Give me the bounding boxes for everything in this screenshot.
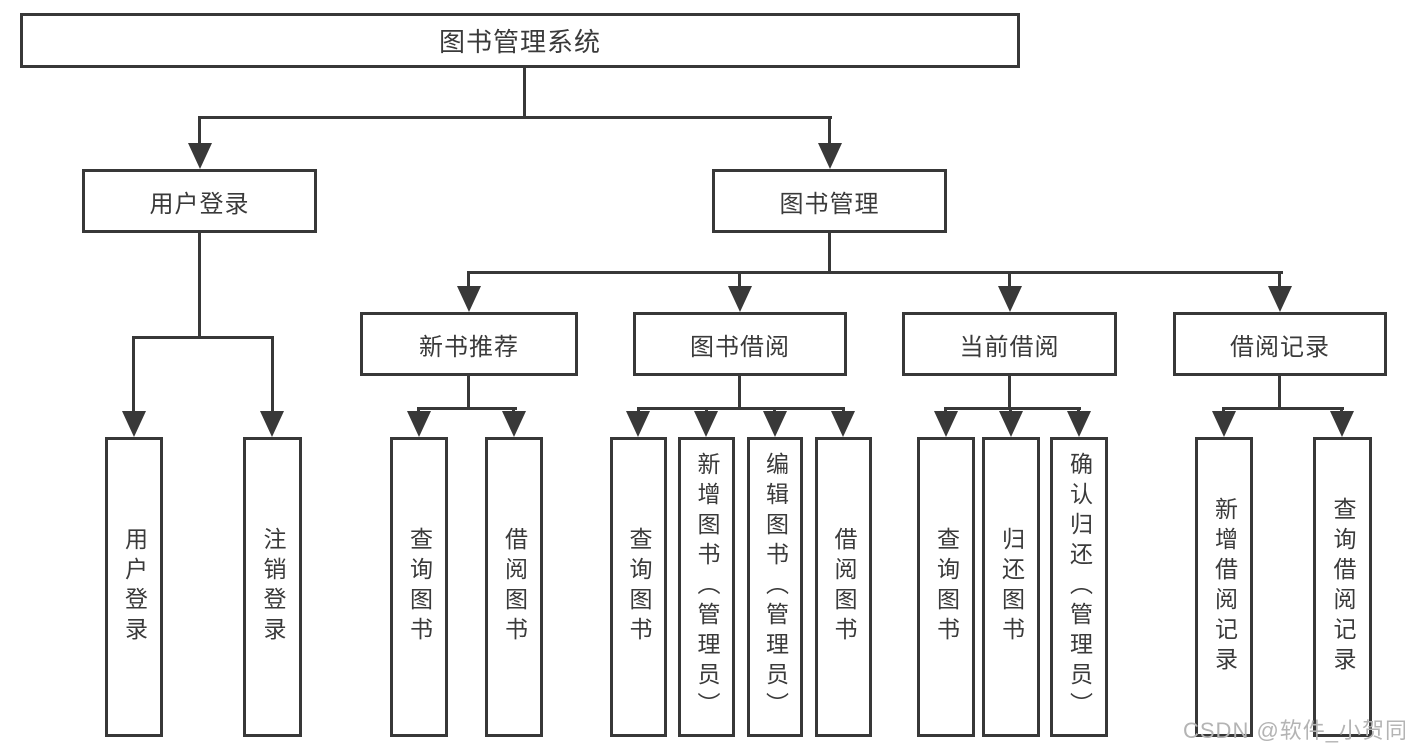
node-label: 当前借阅: [959, 333, 1060, 361]
connector-line: [1278, 271, 1281, 292]
connector-line: [828, 116, 831, 149]
node-label: 归还图书: [998, 527, 1025, 647]
arrow-down-icon: [763, 411, 787, 437]
connector-line: [1008, 374, 1011, 410]
connector-line: [637, 407, 845, 410]
leaf-query-books-2: 查询图书: [610, 437, 667, 737]
connector-line: [271, 336, 274, 414]
node-label: 新增借阅记录: [1211, 497, 1238, 677]
arrow-down-icon: [122, 411, 146, 437]
connector-line: [1008, 271, 1011, 292]
connector-line: [944, 407, 1081, 410]
leaf-return-book: 归还图书: [982, 437, 1040, 737]
arrow-down-icon: [457, 286, 481, 312]
node-new-book-recommend: 新书推荐: [360, 312, 578, 376]
connector-line: [467, 374, 470, 410]
node-label: 查询图书: [933, 527, 960, 647]
leaf-query-books-3: 查询图书: [917, 437, 975, 737]
connector-line: [1222, 407, 1344, 410]
leaf-confirm-return-admin: 确认归还（管理员）: [1050, 437, 1108, 737]
leaf-query-books-1: 查询图书: [390, 437, 448, 737]
leaf-add-borrow-record: 新增借阅记录: [1195, 437, 1253, 737]
connector-line: [738, 271, 741, 292]
arrow-down-icon: [260, 411, 284, 437]
arrow-down-icon: [626, 411, 650, 437]
arrow-down-icon: [1067, 411, 1091, 437]
node-label: 图书借阅: [690, 333, 790, 361]
connector-line: [467, 271, 1283, 274]
connector-line: [523, 66, 526, 119]
arrow-down-icon: [502, 411, 526, 437]
arrow-down-icon: [1212, 411, 1236, 437]
node-user-login: 用户登录: [82, 169, 317, 233]
arrow-down-icon: [998, 286, 1022, 312]
arrow-down-icon: [831, 411, 855, 437]
connector-line: [198, 116, 832, 119]
arrow-down-icon: [818, 143, 842, 169]
node-current-borrow: 当前借阅: [902, 312, 1117, 376]
connector-line: [198, 116, 201, 149]
node-label: 编辑图书（管理员）: [762, 452, 789, 722]
connector-line: [198, 231, 201, 338]
node-label: 查询图书: [406, 527, 433, 647]
csdn-watermark: CSDN @软件_小贺同学: [1183, 718, 1405, 743]
node-label: 新增图书（管理员）: [694, 452, 720, 722]
connector-line: [132, 336, 274, 339]
node-label: 借阅图书: [831, 527, 857, 647]
node-root-system: 图书管理系统: [20, 13, 1020, 68]
arrow-down-icon: [728, 286, 752, 312]
arrow-down-icon: [407, 411, 431, 437]
leaf-add-book-admin: 新增图书（管理员）: [678, 437, 735, 737]
leaf-user-login: 用户登录: [105, 437, 163, 737]
leaf-query-borrow-record: 查询借阅记录: [1313, 437, 1372, 737]
leaf-borrow-books-2: 借阅图书: [815, 437, 872, 737]
arrow-down-icon: [1330, 411, 1354, 437]
node-label: 借阅图书: [501, 527, 528, 647]
connector-line: [467, 271, 470, 292]
connector-line: [738, 374, 741, 410]
node-label: 新书推荐: [419, 333, 519, 361]
leaf-edit-book-admin: 编辑图书（管理员）: [747, 437, 803, 737]
connector-line: [132, 336, 135, 414]
leaf-borrow-books-1: 借阅图书: [485, 437, 543, 737]
node-label: 图书管理: [779, 190, 880, 218]
arrow-down-icon: [188, 143, 212, 169]
connector-line: [828, 231, 831, 274]
node-label: 用户登录: [149, 190, 250, 218]
arrow-down-icon: [694, 411, 718, 437]
connector-line: [417, 407, 517, 410]
arrow-down-icon: [934, 411, 958, 437]
node-label: 用户登录: [121, 527, 148, 647]
node-book-borrow: 图书借阅: [633, 312, 847, 376]
node-borrow-records: 借阅记录: [1173, 312, 1387, 376]
arrow-down-icon: [999, 411, 1023, 437]
connector-line: [1278, 374, 1281, 410]
node-book-management: 图书管理: [712, 169, 947, 233]
node-label: 借阅记录: [1230, 333, 1330, 361]
arrow-down-icon: [1268, 286, 1292, 312]
node-label: 查询图书: [626, 527, 652, 647]
leaf-logout: 注销登录: [243, 437, 302, 737]
node-label: 确认归还（管理员）: [1066, 452, 1093, 722]
node-label: 图书管理系统: [438, 27, 601, 57]
node-label: 注销登录: [260, 527, 286, 647]
node-label: 查询借阅记录: [1330, 497, 1356, 677]
